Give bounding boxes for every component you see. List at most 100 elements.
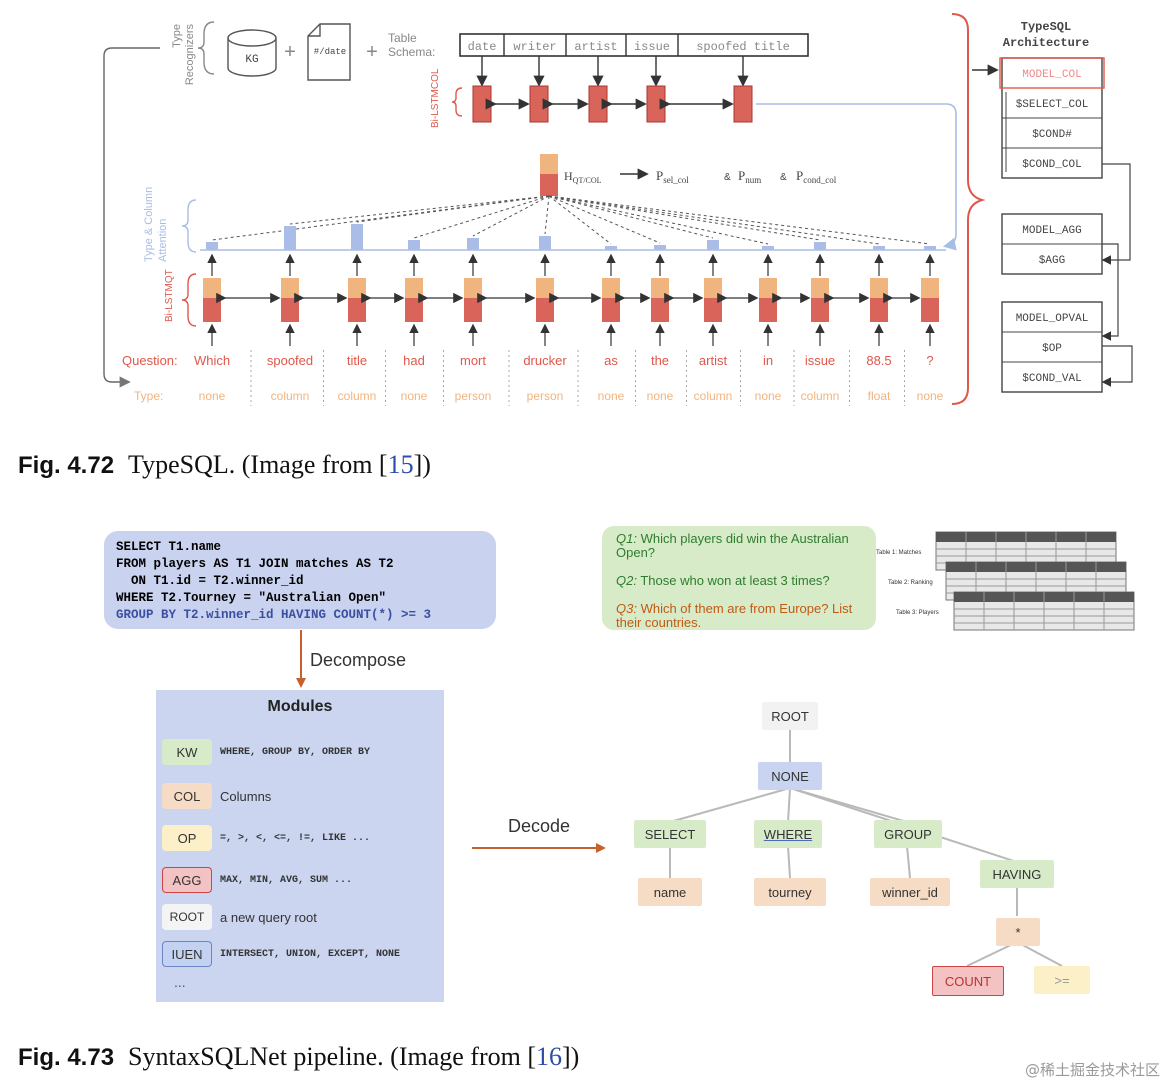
qt-lstm-top [464,278,482,298]
type-token: none [401,389,428,403]
date-icon-label: #/date [314,47,346,57]
qt-lstm-top [870,278,888,298]
type-token: person [455,389,492,403]
lstm-block [588,85,608,123]
caption-text: TypeSQL. (Image from [ [128,450,388,479]
sql-line: WHERE T2.Tourney = "Australian Open" [116,591,387,605]
qt-lstm-bottom [704,298,722,322]
tree-node-gte: >= [1034,966,1090,994]
question-token: had [403,353,425,368]
qt-lstm-top [348,278,366,298]
module-desc: MAX, MIN, AVG, SUM ... [220,874,353,886]
module-tag: COL [162,783,212,809]
attention-bar [539,236,551,250]
date-file-icon [307,23,351,81]
module-agg: AGG MAX, MIN, AVG, SUM ... [162,866,352,894]
model-col-highlight [999,57,1105,89]
qt-lstm-top [651,278,669,298]
qt-lstm-bottom [651,298,669,322]
attention-bar [284,226,296,250]
bilstm-qt-label: Bi-LSTMQT [164,269,175,322]
figure-label: Fig. 4.73 [18,1044,115,1071]
sql-line: GROUP BY T2.winner_id HAVING COUNT(*) >=… [116,608,432,622]
module-desc: a new query root [220,909,317,925]
schema-column-name: issue [634,40,670,54]
qt-lstm-top [811,278,829,298]
type-token: float [868,389,891,403]
h-block-top [540,154,558,174]
q1-tag: Q1: [616,531,637,546]
tree-node-having: HAVING [980,860,1054,888]
caption-reference-link[interactable]: 15 [387,450,414,479]
p-num: Pnum [738,168,761,185]
tree-node-where: WHERE [754,820,822,848]
qt-lstm-bottom [536,298,554,322]
arch-item: $OP [1042,343,1062,355]
module-tag: AGG [162,867,212,893]
module-tag: KW [162,739,212,765]
type-token: none [917,389,944,403]
module-desc: WHERE, GROUP BY, ORDER BY [220,746,371,758]
schema-column-name: writer [513,40,556,54]
question-token: title [347,353,367,368]
attention-dashed-line [548,195,931,245]
attention-dashed-line [548,195,612,245]
blue-flow-line [756,103,957,251]
attention-bar [206,242,218,250]
arch-item: MODEL_OPVAL [1016,313,1089,325]
attention-dashed-line [548,195,714,239]
arch-group-opval [1001,301,1103,393]
tree-node-star: * [996,918,1040,946]
watermark: @稀土掘金技术社区 [1024,1061,1160,1079]
qt-lstm-top [759,278,777,298]
caption-reference-link[interactable]: 16 [536,1042,562,1071]
h-block-bottom [540,174,558,196]
tree-node-group: GROUP [874,820,942,848]
module-tag: IUEN [162,941,212,967]
plus-sign: + [366,41,378,63]
p-cond-col: Pcond_col [796,168,837,185]
tree-node-name: name [638,878,702,906]
attention-bar [605,246,617,250]
caption-end: ]) [562,1042,580,1071]
question-token: mort [460,353,486,368]
question-token: spoofed [267,353,313,368]
q2-tag: Q2: [616,573,637,588]
module-col: COL Columns [162,782,271,810]
kg-cylinder-top [227,29,277,47]
type-token: person [527,389,564,403]
attention-bar [707,240,719,250]
attention-dashed-line [356,195,550,223]
question-q3: Q3: Which of them are from Europe? List … [616,602,862,630]
question-token: the [651,353,669,368]
type-token: none [199,389,226,403]
ampersand: & [724,172,731,183]
qt-lstm-bottom [759,298,777,322]
attention-bar [654,245,666,250]
module-iuen: IUEN INTERSECT, UNION, EXCEPT, NONE [162,940,400,968]
qt-lstm-top [921,278,939,298]
arch-item: $COND_COL [1022,159,1081,171]
module-root: ROOT a new query root [162,903,317,931]
brace [181,273,197,327]
brace [181,199,197,253]
tree-node-select: SELECT [634,820,706,848]
arch-item: MODEL_COL [1022,69,1081,81]
schema-column-name: spoofed title [696,40,790,54]
questions-box: Q1: Which players did win the Australian… [602,526,876,630]
tree-node-count: COUNT [932,966,1004,996]
lstm-block [529,85,549,123]
lstm-block [733,85,753,123]
attention-bar [814,242,826,250]
kg-cylinder [227,38,277,77]
tables-grid [935,531,1135,631]
qt-lstm-top [602,278,620,298]
type-token: column [694,389,733,403]
qt-lstm-bottom [921,298,939,322]
plus-sign: + [284,41,296,63]
qt-lstm-bottom [405,298,423,322]
question-token: 88.5 [866,353,891,368]
